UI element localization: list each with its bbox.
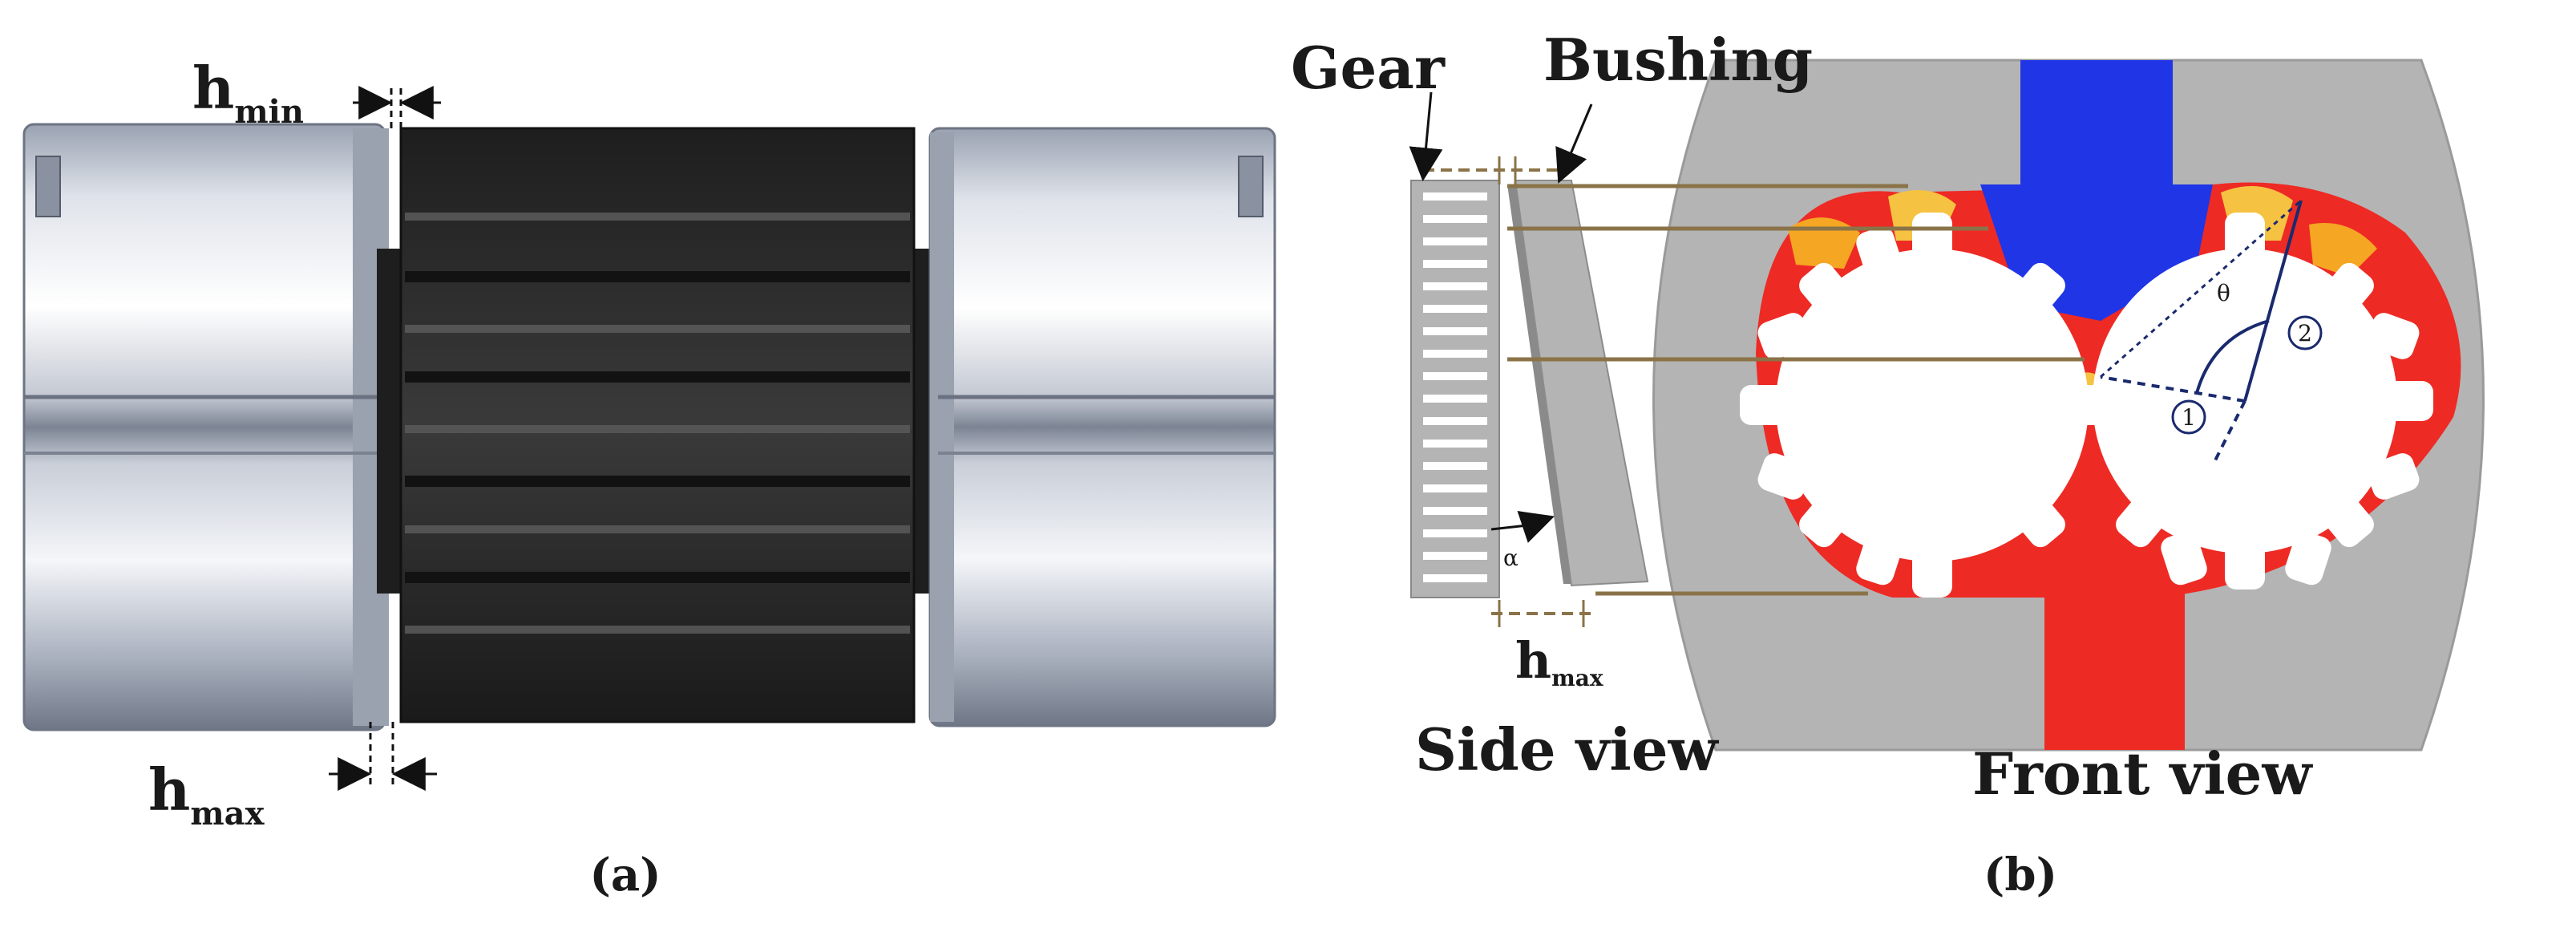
right-bushing	[928, 127, 1276, 727]
h-min-annotation: hmin	[192, 54, 441, 131]
angle-construction: θ 1 2	[2100, 199, 2323, 466]
top-dimension	[1423, 156, 1563, 184]
gear-leader	[1409, 91, 1443, 182]
projection-lines	[1507, 184, 2085, 596]
outlet-port	[2044, 577, 2185, 750]
svg-text:hmin: hmin	[192, 54, 304, 131]
side-view-bushing	[1507, 180, 1649, 587]
h-min-sub: min	[234, 93, 304, 131]
bushing-leader	[1555, 103, 1593, 184]
point-1-label: 1	[2182, 404, 2196, 431]
point-2-label: 2	[2298, 320, 2312, 346]
side-view-label: Side view	[1415, 715, 1720, 784]
panel-b: θ 1 2	[1291, 26, 2485, 902]
h-max-annotation: hmax	[148, 722, 437, 833]
h-max-base: h	[148, 756, 190, 824]
point-2-marker	[2287, 315, 2323, 350]
alpha-annotation: α	[1490, 511, 1555, 571]
side-view-gear	[1410, 180, 1500, 598]
panel-a: hmin hmax (a)	[22, 54, 1276, 902]
gear-label: Gear	[1291, 34, 1446, 102]
theta-label: θ	[2217, 280, 2230, 306]
point-1-marker	[2171, 399, 2206, 435]
caption-a: (a)	[589, 849, 661, 902]
side-h-max-annotation: hmax	[1491, 600, 1603, 691]
side-h-max-sub: max	[1551, 665, 1603, 691]
front-view-label: Front view	[1972, 739, 2313, 808]
side-h-max-base: h	[1515, 631, 1551, 690]
h-min-base: h	[192, 54, 234, 122]
left-bushing	[22, 123, 389, 731]
svg-text:hmax: hmax	[148, 756, 265, 833]
gear-side	[377, 127, 938, 723]
svg-text:hmax: hmax	[1515, 631, 1603, 691]
h-max-sub: max	[190, 795, 265, 833]
alpha-label: α	[1503, 545, 1519, 571]
bushing-label: Bushing	[1543, 26, 1813, 94]
caption-b: (b)	[1984, 849, 2057, 902]
